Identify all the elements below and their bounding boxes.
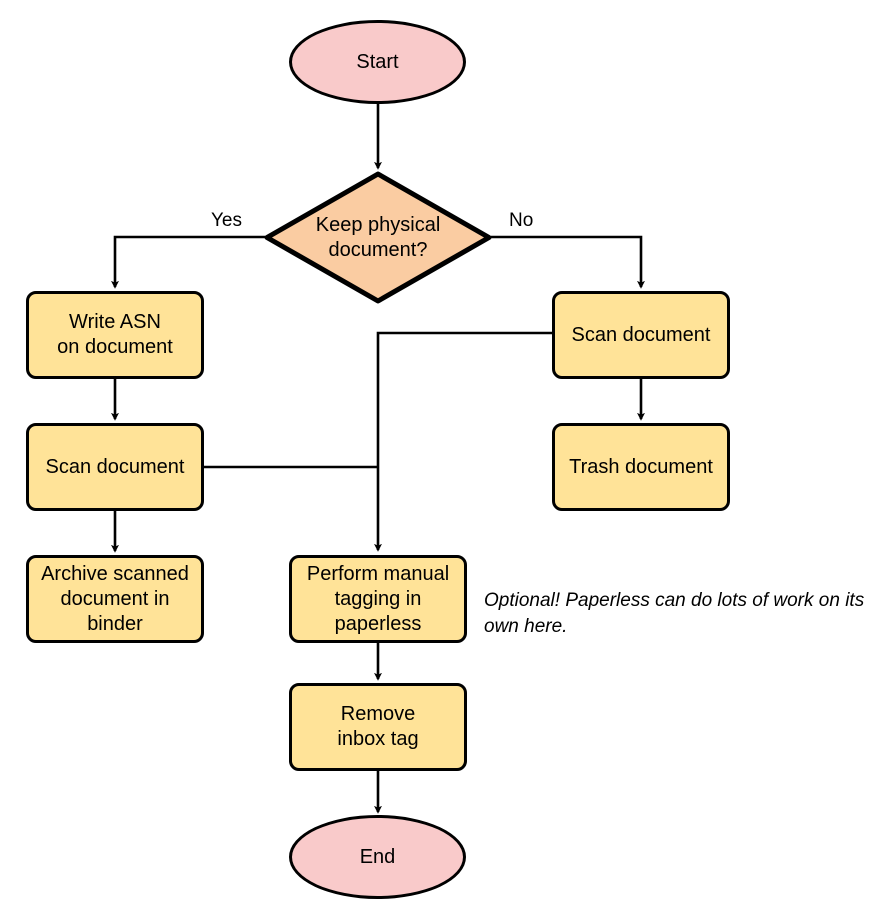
node-decision-keep-physical-document[interactable]: Keep physical document? [264,171,492,304]
annotation-optional-note: Optional! Paperless can do lots of work … [484,590,865,637]
node-start[interactable]: Start [289,20,466,104]
edge-decision-no-to-scan-right [491,235,645,289]
node-end-label: End [359,845,396,868]
node-end[interactable]: End [289,815,466,899]
node-trash-document-label: Trash document [569,455,713,478]
node-archive-scanned-document[interactable]: Archive scanned document in binder [26,555,204,643]
diamond-shape [264,171,492,304]
node-scan-document-right[interactable]: Scan document [552,291,730,379]
edge-decision-yes-to-write-asn [111,235,265,289]
edge-scan-right-to-tagging [374,331,553,552]
node-scan-document-left[interactable]: Scan document [26,423,204,511]
node-perform-manual-tagging-label: Perform manual tagging in paperless [306,562,450,635]
node-trash-document[interactable]: Trash document [552,423,730,511]
node-write-asn-label: Write ASN on document [57,311,173,358]
node-remove-inbox-tag-label: Remove inbox tag [337,703,419,750]
edge-label-no: No [509,210,534,231]
node-archive-scanned-document-label: Archive scanned document in binder [41,562,189,635]
edge-label-yes: Yes [211,210,242,231]
node-remove-inbox-tag[interactable]: Remove inbox tag [289,683,467,771]
node-scan-document-right-label: Scan document [571,323,711,346]
node-write-asn[interactable]: Write ASN on document [26,291,204,379]
node-perform-manual-tagging[interactable]: Perform manual tagging in paperless [289,555,467,643]
node-scan-document-left-label: Scan document [45,455,185,478]
node-start-label: Start [356,50,399,73]
node-decision-label: Keep physical document? [315,213,441,261]
